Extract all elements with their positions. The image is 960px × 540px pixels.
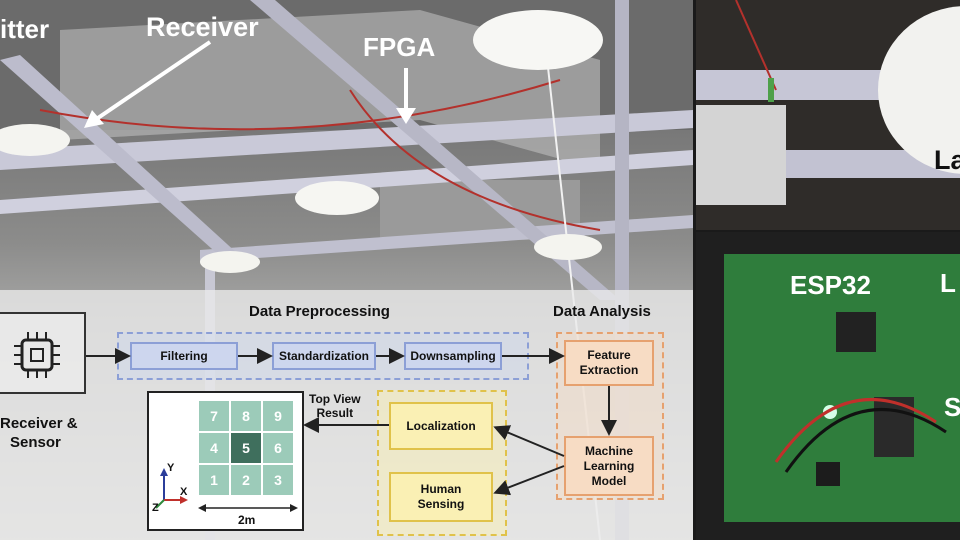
grid-cell-3: 3 bbox=[263, 465, 293, 495]
location-grid: 7 8 9 4 5 6 1 2 3 bbox=[199, 401, 297, 495]
scale-bar bbox=[198, 504, 298, 512]
sensing-line-1: Human bbox=[420, 482, 462, 496]
axis-z-label: Z bbox=[152, 502, 159, 514]
laser-lamp bbox=[878, 6, 960, 174]
grid-cell-8: 8 bbox=[231, 401, 261, 431]
receiver-sensor-line-2: Sensor bbox=[10, 434, 61, 451]
feature-line-2: Extraction bbox=[579, 363, 639, 377]
ceiling-scene bbox=[0, 0, 693, 540]
scale-label: 2m bbox=[238, 513, 256, 527]
analysis-heading: Data Analysis bbox=[553, 303, 651, 320]
laser-scene bbox=[696, 0, 960, 230]
axis-x-label: X bbox=[180, 486, 188, 498]
filtering-step: Filtering bbox=[130, 342, 238, 370]
esp32-label: ESP32 bbox=[790, 270, 871, 300]
lamp-3 bbox=[473, 10, 603, 70]
receiver-sensor-frame bbox=[0, 312, 86, 394]
grid-cell-4: 4 bbox=[199, 433, 229, 463]
laser-photo: La bbox=[696, 0, 960, 230]
lamp-4 bbox=[200, 251, 260, 273]
arrow-ml-to-sensing bbox=[493, 465, 565, 496]
beam-diagonal-2 bbox=[250, 0, 620, 300]
beam-1 bbox=[0, 110, 693, 170]
axes-icon bbox=[155, 468, 188, 509]
laser-label: La bbox=[934, 145, 960, 175]
ml-line-3: Model bbox=[591, 473, 627, 488]
pcb-board bbox=[724, 254, 960, 522]
laser-duct bbox=[696, 105, 786, 205]
receiver-arrowhead bbox=[84, 110, 104, 128]
lamp-1 bbox=[0, 124, 70, 156]
receiver-label: Receiver bbox=[146, 12, 259, 42]
ml-line-2: Learning bbox=[583, 458, 635, 473]
pcb-scene bbox=[696, 232, 960, 540]
beam-diagonal-1 bbox=[0, 55, 250, 265]
localization-output: Localization bbox=[389, 402, 493, 450]
wire-red-1 bbox=[39, 79, 561, 131]
fpga-label: FPGA bbox=[363, 32, 436, 62]
pcb-photo: ESP32 L S bbox=[696, 232, 960, 540]
grid-cell-6: 6 bbox=[263, 433, 293, 463]
feature-line-1: Feature bbox=[587, 348, 631, 362]
receiver-arrow bbox=[90, 40, 212, 124]
receiver-sensor-line-1: Receiver & bbox=[0, 415, 78, 432]
chip-icon bbox=[14, 332, 60, 378]
axis-y-label: Y bbox=[167, 462, 175, 474]
ml-line-1: Machine bbox=[584, 443, 633, 458]
pcb-connector bbox=[816, 462, 840, 486]
top-view-label: Top View Result bbox=[309, 392, 361, 420]
laser-wire bbox=[735, 0, 777, 91]
preprocessing-heading: Data Preprocessing bbox=[249, 303, 390, 320]
top-view-line-2: Result bbox=[316, 406, 354, 420]
ceiling-photo: itter Receiver FPGA bbox=[0, 0, 693, 540]
grid-cell-7: 7 bbox=[199, 401, 229, 431]
sensing-line-2: Sensing bbox=[417, 497, 465, 511]
wire-red-2 bbox=[349, 89, 601, 231]
grid-cell-2: 2 bbox=[231, 465, 261, 495]
flow-arrows bbox=[115, 348, 617, 496]
grid-cell-9: 9 bbox=[263, 401, 293, 431]
pcb-wire-red bbox=[774, 398, 937, 463]
lamp-5 bbox=[534, 234, 602, 260]
fpga-arrowhead bbox=[396, 108, 416, 124]
standardization-step: Standardization bbox=[272, 342, 376, 370]
pcb-chip bbox=[836, 312, 876, 352]
laser-module bbox=[768, 78, 774, 102]
lamp-2 bbox=[295, 181, 379, 215]
transmitter-label: itter bbox=[0, 14, 50, 44]
grid-cell-1: 1 bbox=[199, 465, 229, 495]
top-view-line-1: Top View bbox=[309, 392, 361, 406]
receiver-sensor-label: Receiver & Sensor bbox=[0, 414, 78, 452]
pcb-wire-black bbox=[784, 408, 947, 473]
pcb-s-label: S bbox=[944, 392, 960, 422]
grid-cell-5: 5 bbox=[231, 433, 261, 463]
pcb-l-label: L bbox=[940, 268, 956, 298]
arrow-ml-to-localization bbox=[493, 425, 565, 457]
beam-3 bbox=[200, 215, 693, 262]
downsampling-step: Downsampling bbox=[404, 342, 502, 370]
